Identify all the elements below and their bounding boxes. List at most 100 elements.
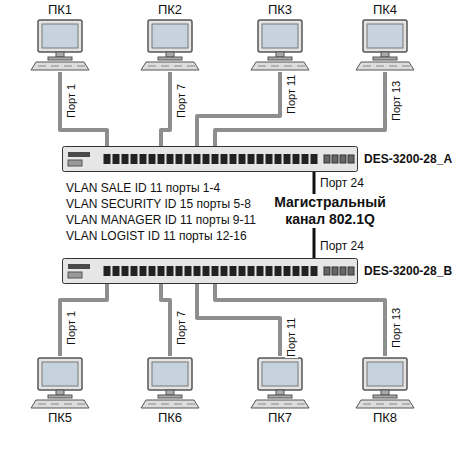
computer: ПК4 bbox=[353, 2, 417, 72]
monitor-screen bbox=[42, 24, 78, 48]
switch-port bbox=[266, 154, 273, 164]
keyboard-keys bbox=[77, 66, 85, 67]
monitor-screen bbox=[262, 362, 298, 386]
monitor-stand bbox=[381, 52, 389, 57]
switch-logo bbox=[68, 152, 90, 157]
keyboard bbox=[356, 400, 414, 408]
monitor-base bbox=[268, 57, 292, 60]
switch-port bbox=[284, 154, 291, 164]
computer: ПК5 bbox=[28, 356, 92, 426]
port-label: Порт 11 bbox=[285, 73, 298, 114]
port-label: Порт 7 bbox=[175, 83, 188, 119]
switch-port bbox=[167, 154, 174, 164]
port-label: Порт 13 bbox=[390, 307, 403, 349]
computer-label: ПК4 bbox=[373, 2, 397, 18]
keyboard-keys bbox=[376, 404, 384, 405]
switch-port bbox=[194, 154, 201, 164]
patch-cable bbox=[215, 284, 385, 356]
monitor-frame bbox=[38, 358, 82, 390]
monitor-base bbox=[373, 57, 397, 60]
computer-label: ПК1 bbox=[48, 2, 72, 18]
switch-case bbox=[63, 259, 358, 284]
switch-port bbox=[275, 266, 282, 276]
switch-port bbox=[194, 266, 201, 276]
patch-cable bbox=[197, 284, 280, 356]
patch-cable bbox=[161, 72, 170, 146]
keyboard bbox=[31, 62, 89, 70]
keyboard bbox=[356, 62, 414, 70]
keyboard-keys bbox=[148, 66, 156, 67]
switch-port bbox=[239, 154, 246, 164]
pc-icon bbox=[28, 356, 92, 410]
vlan-note: VLAN MANAGER ID 11 порты 9-11 bbox=[66, 212, 256, 228]
patch-cable bbox=[161, 284, 170, 356]
switch-port bbox=[257, 266, 264, 276]
keyboard-keys bbox=[161, 66, 169, 67]
monitor-base bbox=[48, 395, 72, 398]
network-switch: DES-3200-28_B bbox=[62, 258, 358, 284]
keyboard-keys bbox=[258, 404, 266, 405]
switch-port bbox=[293, 154, 300, 164]
keyboard-keys bbox=[402, 404, 410, 405]
monitor-frame bbox=[258, 358, 302, 390]
sfp-slot bbox=[348, 267, 354, 275]
switch-port bbox=[176, 154, 183, 164]
monitor-base bbox=[48, 57, 72, 60]
switch-port bbox=[212, 154, 219, 164]
pc-icon bbox=[138, 18, 202, 72]
keyboard-keys bbox=[271, 66, 279, 67]
monitor-frame bbox=[148, 20, 192, 52]
switch-port bbox=[302, 154, 309, 164]
patch-cable bbox=[60, 284, 107, 356]
keyboard-keys bbox=[363, 404, 371, 405]
switch-port bbox=[302, 266, 309, 276]
computer: ПК3 bbox=[248, 2, 312, 72]
switch-port bbox=[104, 266, 111, 276]
monitor-screen bbox=[367, 24, 403, 48]
keyboard-keys bbox=[297, 404, 305, 405]
monitor-stand bbox=[56, 52, 64, 57]
keyboard bbox=[251, 400, 309, 408]
sfp-slot bbox=[332, 155, 338, 163]
patch-cable bbox=[215, 72, 385, 146]
vlan-note: VLAN SALE ID 11 порты 1-4 bbox=[66, 180, 220, 196]
switch-port bbox=[113, 266, 120, 276]
monitor-base bbox=[158, 57, 182, 60]
computer: ПК6 bbox=[138, 356, 202, 426]
keyboard bbox=[251, 62, 309, 70]
keyboard-keys bbox=[389, 404, 397, 405]
switch-body bbox=[62, 258, 358, 284]
keyboard-keys bbox=[297, 66, 305, 67]
keyboard-keys bbox=[187, 66, 195, 67]
switch-port bbox=[293, 266, 300, 276]
switch-port bbox=[122, 266, 129, 276]
monitor-frame bbox=[363, 358, 407, 390]
keyboard-keys bbox=[51, 66, 59, 67]
switch-port bbox=[158, 266, 165, 276]
switch-port bbox=[140, 154, 147, 164]
sfp-slot bbox=[340, 155, 346, 163]
monitor-stand bbox=[276, 52, 284, 57]
computer-label: ПК3 bbox=[268, 2, 292, 18]
switch-port bbox=[185, 266, 192, 276]
keyboard-keys bbox=[38, 66, 46, 67]
patch-cable bbox=[60, 72, 107, 146]
switch-port bbox=[311, 266, 318, 276]
keyboard bbox=[141, 400, 199, 408]
computer: ПК7 bbox=[248, 356, 312, 426]
switch-port bbox=[230, 154, 237, 164]
switch-port bbox=[221, 266, 228, 276]
monitor-screen bbox=[367, 362, 403, 386]
keyboard-keys bbox=[376, 66, 384, 67]
computer-label: ПК6 bbox=[158, 410, 182, 426]
computer-label: ПК2 bbox=[158, 2, 182, 18]
switch-port bbox=[122, 154, 129, 164]
monitor-screen bbox=[152, 24, 188, 48]
vlan-note: VLAN LOGIST ID 11 порты 12-16 bbox=[66, 228, 247, 244]
monitor-stand bbox=[381, 390, 389, 395]
computer: ПК2 bbox=[138, 2, 202, 72]
pc-icon bbox=[28, 18, 92, 72]
switch-port bbox=[266, 266, 273, 276]
switch-model: DES-3200-28_A bbox=[364, 152, 452, 166]
sfp-slot bbox=[332, 267, 338, 275]
